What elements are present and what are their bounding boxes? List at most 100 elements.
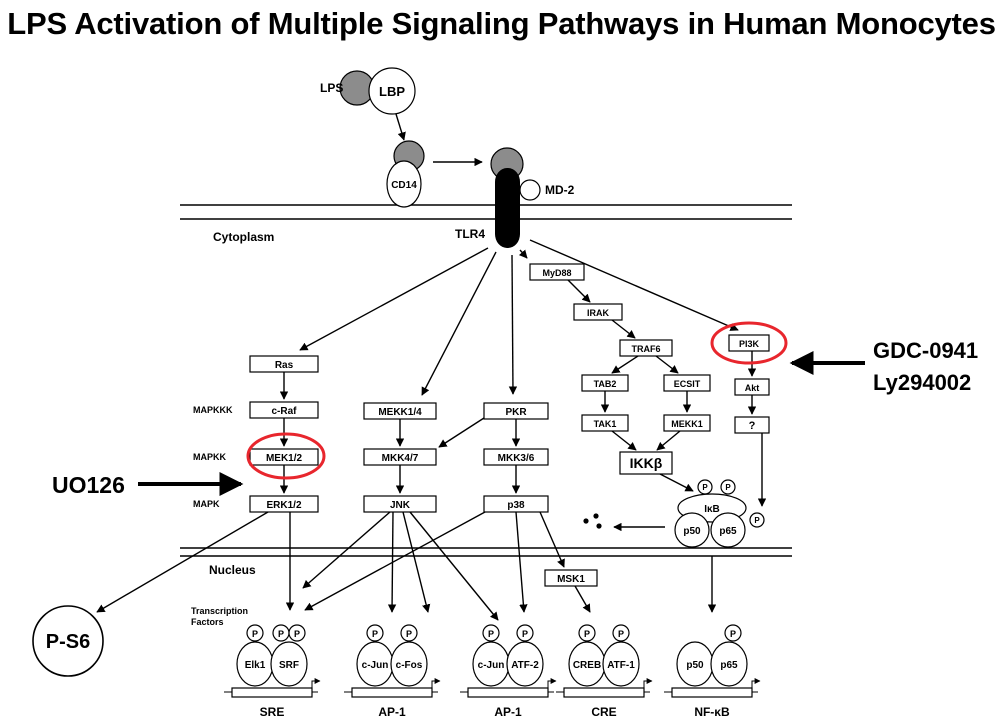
mek-highlight-circle	[246, 432, 326, 480]
tf-left-label: c-Jun	[478, 660, 505, 671]
ly294002-label: Ly294002	[873, 370, 971, 395]
response-element-label: AP-1	[378, 705, 406, 719]
tlr4-label: TLR4	[455, 227, 485, 241]
transcription-factors-label-2: Factors	[191, 617, 224, 627]
phospho-circle	[400, 624, 418, 642]
tlr4-receptor-icon	[495, 168, 520, 248]
jnk-box-label: JNK	[390, 500, 411, 511]
phospho-label: P	[618, 629, 624, 639]
erk12-box-label: ERK1/2	[266, 500, 301, 511]
phospho-circle	[246, 624, 264, 642]
nucleus-label: Nucleus	[209, 563, 256, 577]
pathway-boxes	[249, 263, 770, 587]
diagram-title: LPS Activation of Multiple Signaling Pat…	[7, 6, 996, 41]
tf-right-label: ATF-2	[511, 660, 539, 671]
transcription-factors-label-1: Transcription	[191, 606, 248, 616]
mekk14-box-label: MEKK1/4	[378, 407, 422, 418]
ikb-label: IκB	[704, 504, 720, 515]
phospho-label: P	[252, 629, 258, 639]
phospho-label: P	[294, 629, 300, 639]
craf-box-label: c-Raf	[271, 406, 297, 417]
tf-left-label: Elk1	[245, 660, 266, 671]
transcription-factor-group: p50 p65 P NF-κB	[664, 624, 761, 719]
tab2-box-label: TAB2	[594, 379, 617, 389]
transcription-factor-group: c-Jun c-Fos P P AP-1	[344, 624, 441, 719]
dna-element-bar	[231, 687, 313, 698]
degraded-ikb-dots-icon	[583, 513, 602, 529]
md2-label: MD-2	[545, 183, 575, 197]
ikkb-box	[619, 451, 673, 475]
tf-right-label: ATF-1	[607, 660, 635, 671]
tlr4-output-arrows	[299, 239, 739, 396]
uo126-label: UO126	[52, 472, 125, 498]
tf-protein-right	[390, 641, 428, 687]
complex-p65-label: p65	[719, 526, 737, 537]
ras-box-label: Ras	[275, 360, 294, 371]
phospho-label: P	[406, 629, 412, 639]
cd14-label: CD14	[391, 180, 417, 191]
transcription-start-arrow	[431, 678, 441, 688]
tf-protein-right	[270, 641, 308, 687]
mapkkk-label: MAPKKK	[193, 405, 233, 415]
mekk1-box-label: MEKK1	[671, 419, 703, 429]
akt-box-label: Akt	[745, 383, 760, 393]
lps-label: LPS	[320, 81, 343, 95]
phospho-circle	[724, 624, 742, 642]
response-element-label: AP-1	[494, 705, 522, 719]
cd14-receptor-icon	[386, 160, 422, 208]
tf-right-label: p65	[720, 660, 738, 671]
tf-right-label: c-Fos	[396, 660, 423, 671]
ikb-complex	[674, 479, 765, 548]
irak-box-label: IRAK	[587, 308, 609, 318]
transcription-start-arrow	[547, 678, 557, 688]
mek12-box-label: MEK1/2	[266, 453, 303, 464]
tf-left-label: p50	[686, 660, 704, 671]
phospho-circle	[578, 624, 596, 642]
ps6-circle	[32, 605, 104, 677]
pi3k-highlight-circle	[710, 321, 788, 365]
tf-protein-right	[710, 641, 748, 687]
phospho-label: P	[584, 629, 590, 639]
unknown-box-label: ?	[749, 420, 756, 432]
phospho-circle	[482, 624, 500, 642]
complex-p50-label: p50	[683, 526, 701, 537]
lbp-molecule-icon	[368, 67, 416, 115]
complex-phospho-1: P	[702, 483, 708, 492]
mapk-label: MAPK	[193, 499, 220, 509]
p38-box-label: p38	[507, 500, 525, 511]
mkk36-box-label: MKK3/6	[498, 453, 535, 464]
ikkb-label: IKKβ	[630, 455, 663, 471]
response-element-label: NF-κB	[694, 705, 730, 719]
lbp-label: LBP	[379, 84, 405, 99]
phospho-label: P	[488, 629, 494, 639]
response-element-label: SRE	[260, 705, 285, 719]
phospho-circle	[366, 624, 384, 642]
cascade-arrows	[96, 279, 767, 621]
pi3k-box-label: PI3K	[739, 339, 760, 349]
traf6-box-label: TRAF6	[632, 344, 661, 354]
phospho-label: P	[278, 629, 284, 639]
dna-element-bar	[351, 687, 433, 698]
tf-left-label: c-Jun	[362, 660, 389, 671]
tf-protein-right	[602, 641, 640, 687]
phospho-circle	[288, 624, 306, 642]
tf-protein-right	[506, 641, 544, 687]
nuclear-membrane	[180, 547, 792, 557]
pkr-box-label: PKR	[505, 407, 527, 418]
myd88-box-label: MyD88	[542, 268, 571, 278]
phospho-label: P	[372, 629, 378, 639]
plasma-membrane	[180, 204, 792, 220]
complex-phospho-3: P	[754, 516, 760, 525]
transcription-start-arrow	[751, 678, 761, 688]
ecsit-box-label: ECSIT	[674, 379, 701, 389]
dna-element-bar	[467, 687, 549, 698]
complex-phospho-2: P	[725, 483, 731, 492]
phospho-label: P	[730, 629, 736, 639]
transcription-start-arrow	[311, 678, 321, 688]
mapkk-label: MAPKK	[193, 452, 226, 462]
